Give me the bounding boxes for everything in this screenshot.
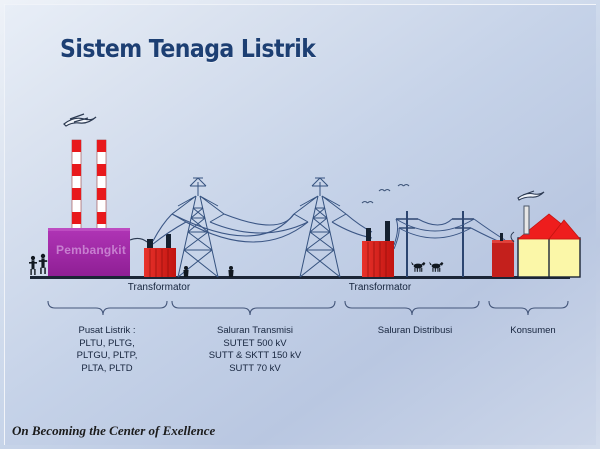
transformer-right-label: Transformator <box>348 282 412 293</box>
smoke-plume-icon <box>63 113 97 127</box>
dog-figure-group <box>411 261 444 272</box>
person-figure-group-plant <box>29 253 48 275</box>
caption-line: Saluran Distribusi <box>377 325 453 336</box>
stage-caption-saluran-transmisi: Saluran Transmisi SUTET 500 kV SUTT & SK… <box>190 325 320 375</box>
plant-label: Pembangkit <box>56 243 127 257</box>
transformer-left-label: Transformator <box>127 282 191 293</box>
smokestack-left <box>71 139 82 238</box>
distribution-pole-2 <box>452 211 474 277</box>
caption-line: Konsumen <box>510 325 556 336</box>
house-group <box>510 205 582 278</box>
house-smoke-icon <box>517 190 545 201</box>
bird-icons <box>361 183 410 204</box>
transmission-tower-left <box>171 177 225 278</box>
caption-line: SUTT & SKTT 150 kV <box>208 350 302 361</box>
transformer-left <box>129 234 176 277</box>
page-title: Sistem Tenaga Listrik <box>60 34 316 63</box>
stage-caption-pusat-listrik: Pusat Listrik : PLTU, PLTG, PLTGU, PLTP,… <box>57 325 157 375</box>
stage-braces <box>47 300 569 316</box>
power-plant-building <box>48 228 130 276</box>
transformer-right <box>362 221 394 277</box>
caption-line: Pusat Listrik : <box>78 325 136 336</box>
slide-footer: On Becoming the Center of Exellence <box>12 423 216 438</box>
consumer-transformer-drum <box>492 233 514 277</box>
distribution-lines <box>393 218 506 250</box>
distribution-pole-1 <box>396 211 418 277</box>
stage-caption-saluran-distribusi: Saluran Distribusi <box>355 325 475 338</box>
caption-line: SUTET 500 kV <box>223 337 287 349</box>
caption-line: PLTU, PLTG, <box>79 337 135 349</box>
caption-line: PLTGU, PLTP, <box>76 350 138 361</box>
caption-line: Saluran Transmisi <box>216 325 294 336</box>
caption-line: PLTA, PLTD <box>81 362 133 374</box>
worker-figure-left <box>183 266 189 277</box>
stage-caption-konsumen: Konsumen <box>488 325 578 338</box>
caption-line: SUTT 70 kV <box>229 362 281 374</box>
transmission-tower-right <box>293 177 347 278</box>
smokestack-right <box>96 139 107 238</box>
worker-figure-center <box>228 266 234 277</box>
